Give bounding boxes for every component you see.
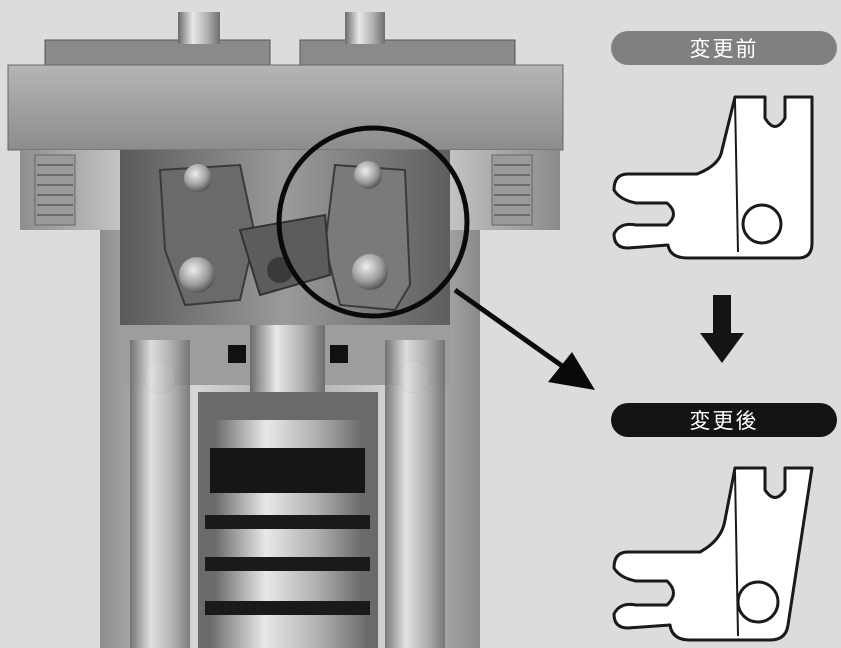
label-before: 変更前	[611, 31, 837, 65]
seal-right	[330, 345, 348, 363]
piston-oring-2	[205, 557, 370, 571]
part-after-hole	[736, 580, 780, 624]
piston-ring-3	[215, 571, 360, 601]
pin-top-left	[184, 164, 212, 192]
part-before-hole	[741, 203, 783, 245]
part-outline-after	[612, 466, 814, 642]
guide-rod-left	[130, 340, 190, 648]
label-after: 変更後	[611, 403, 837, 437]
screw-left-thread	[37, 164, 73, 216]
piston-ring-1	[215, 493, 360, 515]
pin-bottom-left	[179, 257, 215, 293]
mechanism-cutaway-photo	[7, 12, 595, 648]
part-outline-panel	[612, 95, 814, 642]
piston-collar	[215, 420, 360, 448]
top-plate	[7, 64, 564, 151]
pin-top-right	[354, 161, 382, 189]
pin-bottom-right	[352, 254, 388, 290]
piston-seal-upper	[210, 448, 365, 493]
top-stud-left	[178, 12, 220, 44]
guide-rod-right	[385, 340, 445, 648]
screw-right	[491, 154, 533, 226]
part-before-edge	[734, 99, 739, 253]
magnify-circle	[276, 125, 470, 319]
diagonal-arrow-icon	[453, 287, 567, 371]
top-stud-right	[345, 12, 385, 44]
diagonal-arrow-head	[548, 352, 595, 390]
part-outline-before	[612, 95, 814, 260]
piston-base	[210, 615, 365, 648]
piston-oring-1	[205, 515, 370, 529]
screw-left	[34, 154, 76, 226]
piston-ring-2	[215, 529, 360, 557]
part-after-edge	[734, 471, 739, 637]
seal-left	[228, 345, 246, 363]
screw-right-thread	[494, 164, 530, 216]
piston-oring-3	[205, 601, 370, 615]
down-arrow-icon	[700, 295, 744, 363]
